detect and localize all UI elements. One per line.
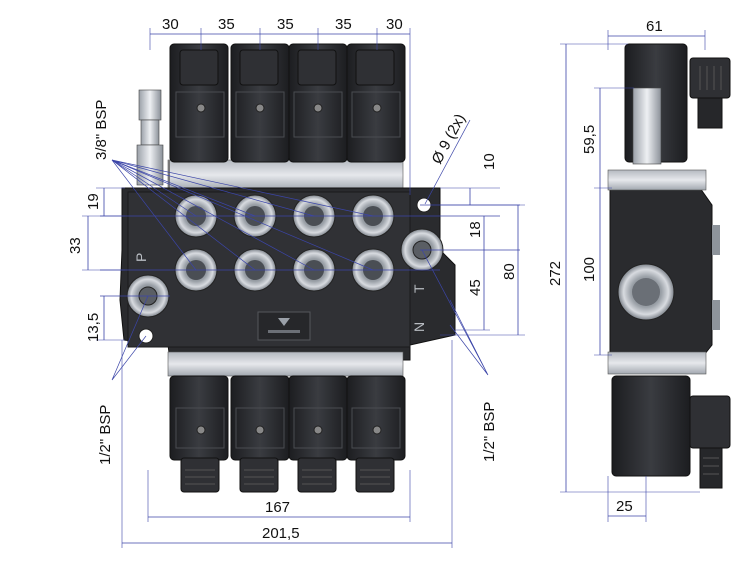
port-n-label: N bbox=[411, 322, 427, 332]
bottom-sleeves bbox=[167, 351, 404, 377]
dim-side-bottom: 25 bbox=[616, 498, 633, 515]
side-ports: P T N bbox=[126, 197, 444, 344]
dim-body-height: 100 bbox=[581, 257, 598, 282]
dim-top-1: 30 bbox=[162, 16, 179, 33]
dim-45: 45 bbox=[467, 279, 484, 296]
front-dimensions: 30 35 35 35 30 167 201,5 19 33 13,5 10 1… bbox=[67, 16, 525, 548]
dim-80: 80 bbox=[501, 263, 518, 280]
front-view: P T N bbox=[100, 43, 520, 493]
dim-10: 10 bbox=[481, 153, 498, 170]
port-t-label: T bbox=[411, 284, 427, 293]
dim-13-5: 13,5 bbox=[85, 313, 102, 342]
top-solenoids bbox=[169, 43, 406, 163]
bottom-solenoids bbox=[169, 375, 406, 493]
side-dimensions: 61 272 59,5 100 25 bbox=[547, 18, 706, 522]
inlet-fitting bbox=[136, 89, 164, 186]
dim-top-3: 35 bbox=[277, 16, 294, 33]
side-view bbox=[607, 43, 731, 489]
nameplate bbox=[257, 311, 311, 341]
dim-inner-width: 167 bbox=[265, 499, 290, 516]
dim-top-2: 35 bbox=[218, 16, 235, 33]
hole-label: Ø 9 (2x) bbox=[429, 111, 469, 167]
dim-19: 19 bbox=[85, 193, 102, 210]
port-12-right-label: 1/2" BSP bbox=[481, 402, 498, 462]
port-p-label: P bbox=[133, 253, 149, 262]
dim-top-5: 30 bbox=[386, 16, 403, 33]
dim-upper-height: 59,5 bbox=[581, 125, 598, 154]
dim-18: 18 bbox=[467, 221, 484, 238]
port-38-label: 3/8" BSP bbox=[93, 100, 110, 160]
dim-total-height: 272 bbox=[547, 261, 564, 286]
port-12-left-label: 1/2" BSP bbox=[97, 405, 114, 465]
top-sleeves bbox=[167, 159, 404, 191]
dim-33: 33 bbox=[67, 237, 84, 254]
dim-overall-width: 201,5 bbox=[262, 525, 300, 542]
dim-side-width: 61 bbox=[646, 18, 663, 35]
dim-top-4: 35 bbox=[335, 16, 352, 33]
